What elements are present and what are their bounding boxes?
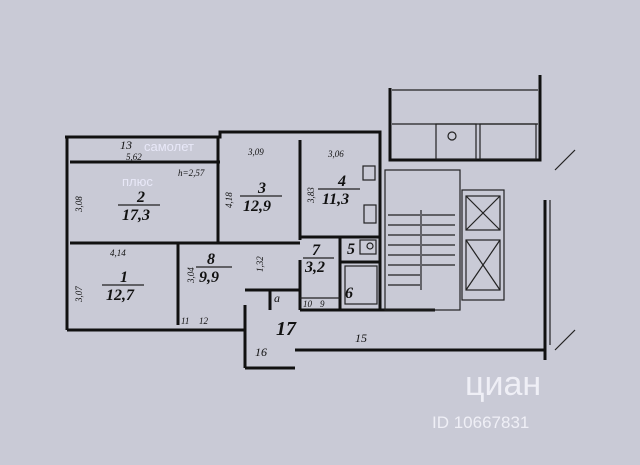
listing-id: ID 10667831 [432, 413, 529, 432]
svg-text:12,9: 12,9 [243, 198, 271, 215]
room-3: 3 12,9 [240, 180, 282, 215]
room-7: 7 3,2 [303, 242, 334, 276]
svg-text:5,62: 5,62 [126, 152, 142, 162]
svg-text:4: 4 [337, 173, 346, 190]
room-4: 4 11,3 [318, 173, 360, 208]
room-6: 6 [345, 285, 353, 302]
svg-text:12,7: 12,7 [106, 287, 135, 304]
room-1: 1 12,7 [102, 269, 144, 304]
svg-text:4,14: 4,14 [110, 248, 126, 258]
svg-text:3,2: 3,2 [304, 259, 325, 276]
walls [65, 75, 576, 370]
svg-text:12: 12 [199, 316, 209, 326]
svg-text:2: 2 [136, 189, 145, 206]
cian-logo-text: циан [465, 365, 541, 403]
svg-text:7: 7 [312, 242, 321, 259]
svg-text:10: 10 [303, 299, 313, 309]
svg-text:16: 16 [255, 345, 267, 359]
room-2: 2 17,3 [118, 189, 160, 224]
svg-text:а: а [274, 291, 280, 305]
svg-text:3,04: 3,04 [186, 267, 196, 284]
svg-text:3,07: 3,07 [74, 286, 84, 303]
svg-text:8: 8 [207, 251, 215, 268]
svg-text:самолет: самолет [144, 139, 194, 154]
dimensions: 5,62 h=2,57 3,09 3,06 3,08 4,18 3,83 4,1… [74, 147, 344, 303]
svg-text:13: 13 [120, 138, 132, 152]
svg-text:11: 11 [181, 316, 189, 326]
svg-text:3: 3 [257, 180, 266, 197]
svg-text:11,3: 11,3 [322, 191, 349, 208]
svg-text:1,32: 1,32 [255, 256, 265, 272]
svg-text:9,9: 9,9 [199, 269, 219, 286]
svg-text:9: 9 [320, 299, 325, 309]
svg-text:15: 15 [355, 331, 367, 345]
svg-text:3,08: 3,08 [74, 196, 84, 213]
room-5: 5 [347, 241, 355, 258]
svg-text:3,06: 3,06 [327, 149, 344, 159]
svg-text:4,18: 4,18 [224, 192, 234, 208]
svg-text:1: 1 [120, 269, 128, 286]
svg-text:5: 5 [347, 241, 355, 258]
room-8: 8 9,9 [196, 251, 232, 286]
labels: 13 17 16 15 а 10 9 11 12 [120, 138, 367, 359]
svg-text:17,3: 17,3 [122, 207, 150, 224]
svg-text:h=2,57: h=2,57 [178, 168, 205, 178]
svg-text:плюс: плюс [122, 174, 153, 189]
svg-text:3,09: 3,09 [247, 147, 264, 157]
svg-text:17: 17 [276, 318, 297, 340]
watermark: самолет плюс циан ID 10667831 [122, 139, 541, 432]
svg-text:6: 6 [345, 285, 353, 302]
svg-text:3,83: 3,83 [306, 187, 316, 204]
